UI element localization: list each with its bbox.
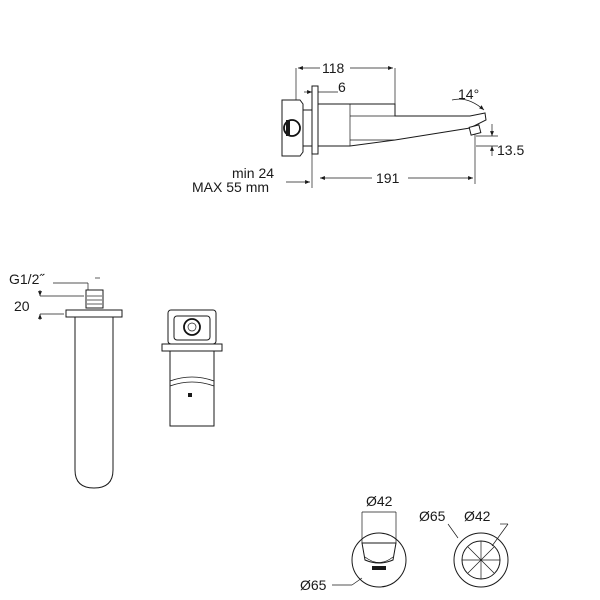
dim-dia-42-spout: Ø42 [464, 508, 491, 524]
front-spout-body [169, 350, 215, 427]
dim-dia-65-handle: Ø65 [300, 577, 327, 593]
wall-plate [311, 85, 319, 155]
dim-max-55: MAX 55 mm [192, 179, 269, 195]
rosette-lever [361, 542, 397, 564]
box-side-view: G1/2˝ 20 [9, 271, 123, 489]
thread-connector [85, 289, 104, 309]
spout [317, 103, 487, 147]
handle-knurl [286, 120, 290, 136]
handle-knob [283, 119, 301, 137]
side-view: 118 6 14° 13.5 min 24 MAX 55 mm 191 [192, 60, 524, 195]
aerator [468, 124, 482, 136]
dim-191: 191 [376, 170, 400, 186]
dim-118: 118 [322, 60, 345, 76]
dim-13-5: 13.5 [497, 142, 524, 158]
dim-min-24: min 24 [232, 165, 274, 181]
rosette-spout-view: Ø65 Ø42 [419, 508, 509, 588]
dim-dia-42-handle: Ø42 [366, 493, 393, 509]
dim-angle-14: 14° [458, 86, 479, 102]
box-flange [65, 309, 123, 318]
dim-dia-65-spout: Ø65 [419, 508, 446, 524]
front-outlet [188, 393, 192, 397]
front-view [161, 309, 223, 427]
dim-thread: G1/2˝ [9, 271, 45, 287]
front-handle-knob [183, 318, 201, 336]
box-body [74, 316, 114, 489]
handle-body [281, 99, 304, 157]
dim-6: 6 [338, 79, 346, 95]
front-plate [161, 343, 223, 352]
rosette-handle-view: Ø42 Ø65 [300, 493, 407, 593]
dim-20: 20 [14, 298, 30, 314]
